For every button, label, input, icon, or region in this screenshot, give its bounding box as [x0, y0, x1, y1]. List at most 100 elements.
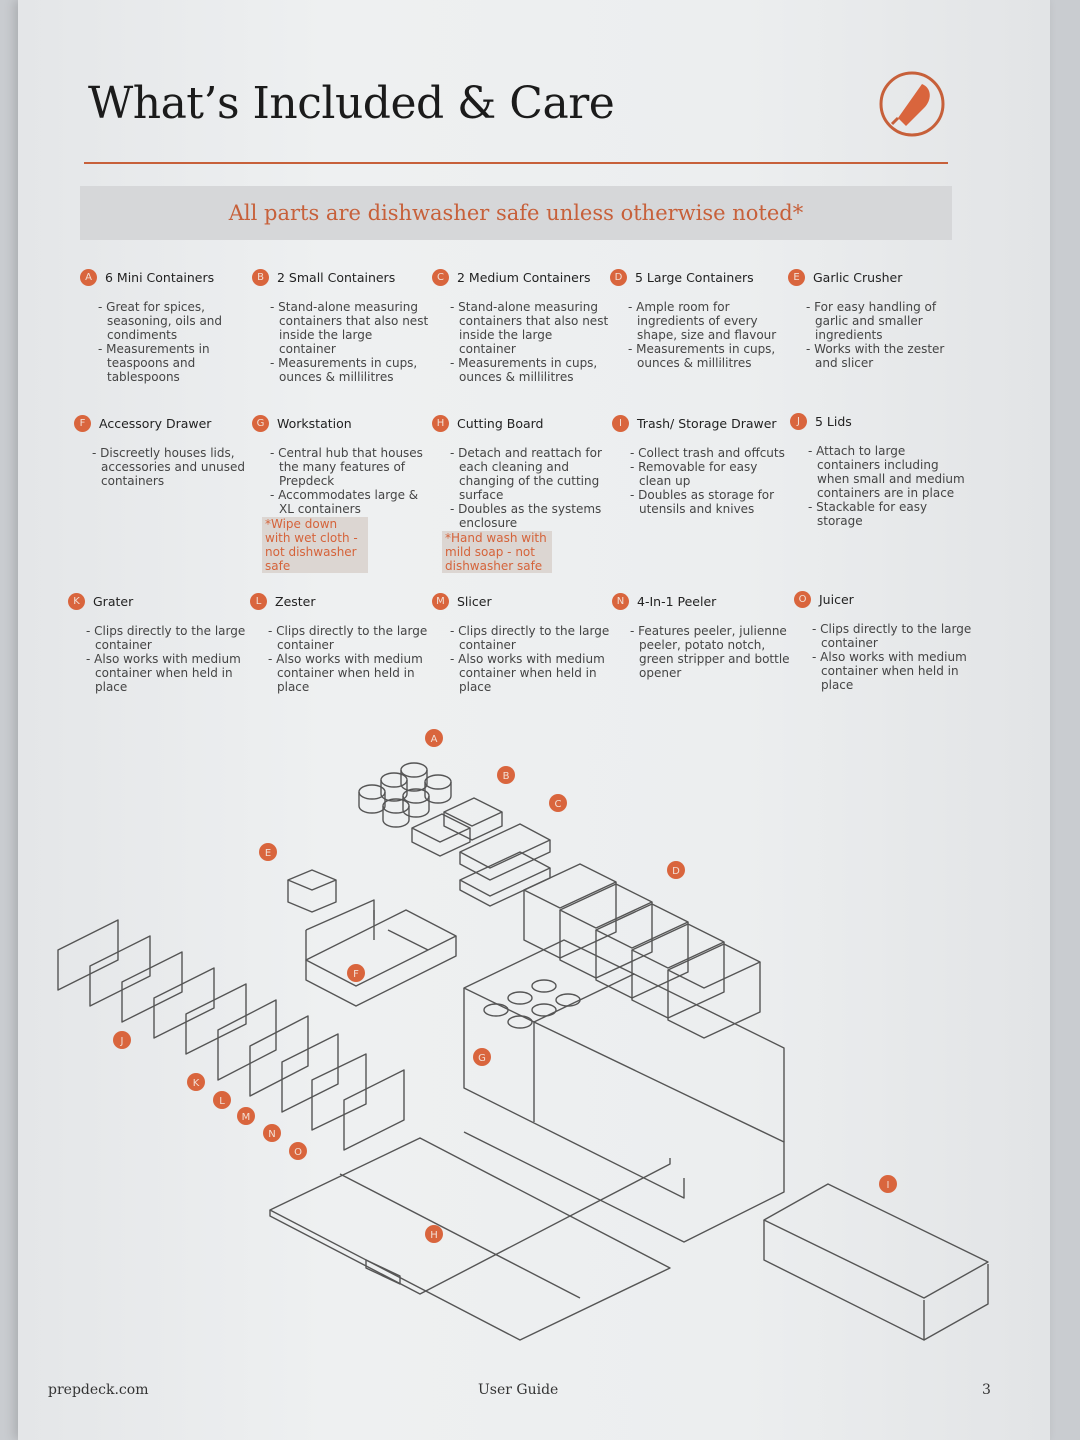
- item-letter-badge: J: [790, 412, 807, 430]
- svg-text:L: L: [219, 1096, 225, 1107]
- item-c: C2 Medium Containers Stand-alone measuri…: [432, 266, 610, 384]
- item-bullet: Ample room for ingredients of every shap…: [628, 300, 788, 342]
- item-bullet: Doubles as storage for utensils and kniv…: [630, 488, 790, 516]
- item-bullet: Collect trash and offcuts: [630, 446, 790, 460]
- garlic-crusher-drawing: [287, 869, 337, 913]
- item-title: 5 Lids: [815, 413, 852, 429]
- mini-containers-drawing: [358, 762, 452, 828]
- item-bullet: Central hub that houses the many feature…: [270, 446, 430, 488]
- item-letter-badge: D: [610, 268, 627, 286]
- item-n: N4-In-1 Peeler Features peeler, julienne…: [612, 590, 790, 680]
- item-a: A 6 Mini Containers Great for spices, sea…: [80, 266, 258, 384]
- item-letter-badge: L: [250, 592, 267, 610]
- diagram-badge-i: I: [879, 1175, 897, 1193]
- item-letter-badge: O: [794, 590, 811, 608]
- item-bullet: Measurements in cups, ounces & millilitr…: [450, 356, 610, 384]
- item-g: G Workstation Central hub that houses the…: [252, 412, 430, 574]
- item-bullet: Clips directly to the large container: [86, 624, 246, 652]
- diagram-badge-e: E: [259, 843, 277, 861]
- item-title: Juicer: [819, 591, 854, 607]
- item-letter-badge: A: [80, 268, 97, 286]
- item-bullet: Also works with medium container when he…: [812, 650, 972, 692]
- item-bullet: Also works with medium container when he…: [86, 652, 246, 694]
- item-f: F Accessory Drawer Discreetly houses lids…: [74, 412, 252, 488]
- item-bullet: Clips directly to the large container: [812, 622, 972, 650]
- grater-zester-slicer-drawing: [217, 999, 405, 1151]
- workstation-drawing: [463, 939, 785, 1243]
- diagram-badge-g: G: [473, 1048, 491, 1066]
- exploded-parts-diagram: A B C D E F G H I J K L M N O: [57, 729, 989, 1341]
- svg-text:I: I: [887, 1180, 890, 1191]
- cutting-board-drawing: [269, 1137, 671, 1341]
- item-m: M Slicer Clips directly to the large cont…: [432, 590, 610, 694]
- medium-containers-drawing: [459, 823, 551, 907]
- lids-drawing: [57, 919, 247, 1055]
- item-bullet: Attach to large containers including whe…: [808, 444, 968, 500]
- trash-drawer-drawing: [763, 1183, 989, 1341]
- diagram-badge-k: K: [187, 1073, 205, 1091]
- item-bullet: Stand-alone measuring containers that al…: [270, 300, 430, 356]
- item-letter-badge: G: [252, 414, 269, 432]
- item-bullet: Great for spices, seasoning, oils and co…: [98, 300, 258, 342]
- item-bullet: Stand-alone measuring containers that al…: [450, 300, 610, 356]
- svg-text:H: H: [430, 1230, 438, 1241]
- diagram-badge-j: J: [113, 1031, 131, 1049]
- footer-website: prepdeck.com: [48, 1382, 149, 1398]
- manual-page: What’s Included & Care All parts are dis…: [18, 0, 1050, 1440]
- item-letter-badge: M: [432, 592, 449, 610]
- item-b: B 2 Small Containers Stand-alone measurin…: [252, 266, 430, 384]
- item-bullet: Removable for easy clean up: [630, 460, 790, 488]
- item-title: 6 Mini Containers: [105, 269, 215, 285]
- item-letter-badge: B: [252, 268, 269, 286]
- item-bullet: For easy handling of garlic and smaller …: [806, 300, 966, 342]
- svg-text:N: N: [268, 1129, 275, 1140]
- item-bullet: Works with the zester and slicer: [806, 342, 966, 370]
- diagram-badge-n: N: [263, 1124, 281, 1142]
- svg-text:F: F: [353, 969, 359, 980]
- item-letter-badge: K: [68, 592, 85, 610]
- accessory-drawer-drawing: [305, 899, 457, 1007]
- item-letter-badge: F: [74, 414, 91, 432]
- care-note: *Hand wash with mild soap - not dishwash…: [442, 531, 552, 573]
- item-letter-badge: N: [612, 592, 629, 610]
- item-o: O Juicer Clips directly to the large cont…: [794, 588, 972, 692]
- item-j: J 5 Lids Attach to large containers inclu…: [790, 410, 968, 528]
- item-bullet: Stackable for easy storage: [808, 500, 968, 528]
- page-title: What’s Included & Care: [88, 78, 615, 129]
- diagram-badge-l: L: [213, 1091, 231, 1109]
- diagram-badge-h: H: [425, 1225, 443, 1243]
- item-title: Accessory Drawer: [99, 415, 212, 431]
- footer-page-number: 3: [982, 1382, 991, 1398]
- diagram-badge-b: B: [497, 766, 515, 784]
- item-title: Garlic Crusher: [813, 269, 903, 285]
- item-bullet: Detach and reattach for each cleaning an…: [450, 446, 610, 502]
- diagram-badge-a: A: [425, 729, 443, 747]
- diagram-badge-m: M: [237, 1107, 255, 1125]
- item-bullet: Measurements in teaspoons and tablespoon…: [98, 342, 258, 384]
- item-bullet: Clips directly to the large container: [450, 624, 610, 652]
- item-bullet: Clips directly to the large container: [268, 624, 428, 652]
- item-title: 2 Medium Containers: [457, 269, 591, 285]
- item-bullet: Features peeler, julienne peeler, potato…: [630, 624, 790, 680]
- item-l: L Zester Clips directly to the large cont…: [250, 590, 428, 694]
- item-title: 2 Small Containers: [277, 269, 396, 285]
- svg-text:J: J: [120, 1036, 124, 1047]
- item-title: Zester: [275, 593, 316, 609]
- item-bullet: Also works with medium container when he…: [268, 652, 428, 694]
- small-containers-drawing: [411, 797, 503, 857]
- svg-text:C: C: [555, 799, 562, 810]
- care-note: *Wipe down with wet cloth - not dishwash…: [262, 517, 368, 573]
- svg-text:O: O: [294, 1147, 302, 1158]
- title-rule: [84, 162, 948, 164]
- item-title: Workstation: [277, 415, 352, 431]
- item-title: 5 Large Containers: [635, 269, 754, 285]
- item-letter-badge: H: [432, 414, 449, 432]
- item-bullet: Discreetly houses lids, accessories and …: [92, 446, 252, 488]
- svg-text:A: A: [431, 734, 438, 745]
- footer-guide: User Guide: [478, 1382, 559, 1398]
- item-title: Slicer: [457, 593, 492, 609]
